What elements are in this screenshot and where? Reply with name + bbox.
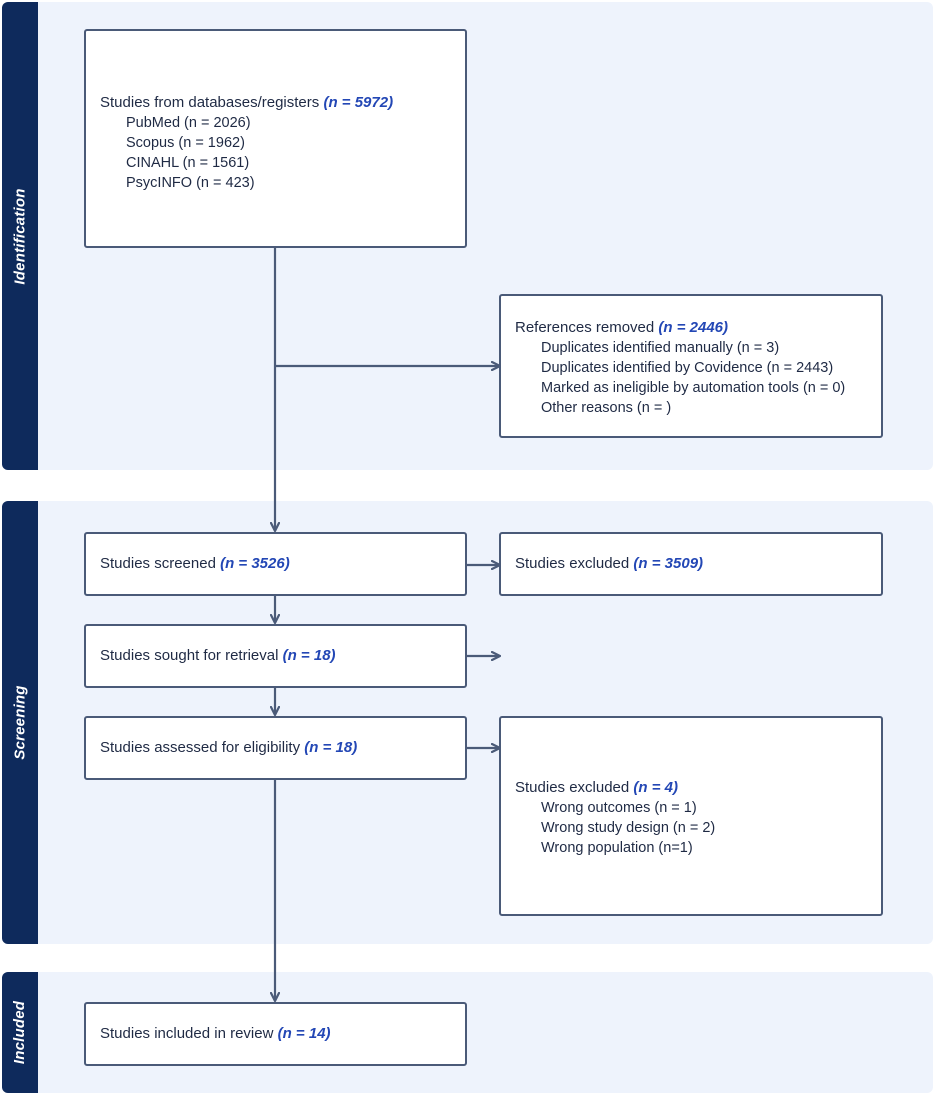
removed-reason: Duplicates identified manually (n = 3) [541,340,780,356]
excluded-full-heading: Studies excluded (n = 4) [515,778,873,798]
excluded-full-title: Studies excluded [515,779,630,796]
removed-box: References removed (n = 2446) Duplicates… [499,294,883,438]
screened-title: Studies screened [100,555,216,572]
records-title: Studies from databases/registers [100,94,320,111]
records-count: (n = 5972) [323,94,394,111]
included-label-bar: Included [2,972,38,1093]
records-heading: Studies from databases/registers (n = 59… [100,93,457,113]
screening-label: Screening [11,685,29,760]
retrieval-box: Studies sought for retrieval (n = 18) [84,624,467,688]
screening-label-bar: Screening [2,501,38,944]
source-item: CINAHL (n = 1561) [126,155,250,171]
identification-label: Identification [11,187,29,285]
excluded-full-count: (n = 4) [633,779,679,796]
eligibility-title: Studies assessed for eligibility [100,739,301,756]
included-title: Studies included in review [100,1025,274,1042]
included-count: (n = 14) [277,1025,331,1042]
removed-count: (n = 2446) [658,319,729,336]
retrieval-title: Studies sought for retrieval [100,647,279,664]
eligibility-heading: Studies assessed for eligibility (n = 18… [100,738,457,758]
excluded-screen-count: (n = 3509) [633,555,704,572]
included-box: Studies included in review (n = 14) [84,1002,467,1066]
source-item: PsycINFO (n = 423) [126,175,255,191]
source-item: Scopus (n = 1962) [126,135,245,151]
removed-reason: Other reasons (n = ) [541,400,672,416]
source-item: PubMed (n = 2026) [126,115,251,131]
removed-reason: Duplicates identified by Covidence (n = … [541,360,834,376]
screened-heading: Studies screened (n = 3526) [100,554,457,574]
included-heading: Studies included in review (n = 14) [100,1024,457,1044]
eligibility-count: (n = 18) [304,739,358,756]
exclusion-reason: Wrong outcomes (n = 1) [541,800,697,816]
retrieval-count: (n = 18) [282,647,336,664]
retrieval-heading: Studies sought for retrieval (n = 18) [100,646,457,666]
identification-label-bar: Identification [2,2,38,470]
screened-count: (n = 3526) [220,555,290,572]
removed-title: References removed [515,319,655,336]
screened-box: Studies screened (n = 3526) [84,532,467,596]
exclusion-reason: Wrong population (n=1) [541,840,693,856]
removed-reason: Marked as ineligible by automation tools… [541,380,846,396]
removed-reasons: Duplicates identified manually (n = 3) D… [515,338,873,418]
exclusion-reason: Wrong study design (n = 2) [541,820,716,836]
removed-heading: References removed (n = 2446) [515,318,873,338]
included-label: Included [11,1000,29,1065]
eligibility-box: Studies assessed for eligibility (n = 18… [84,716,467,780]
excluded-screen-title: Studies excluded [515,555,630,572]
records-sources: PubMed (n = 2026) Scopus (n = 1962) CINA… [100,113,457,193]
excluded-screen-box: Studies excluded (n = 3509) [499,532,883,596]
excluded-screen-heading: Studies excluded (n = 3509) [515,554,873,574]
excluded-full-box: Studies excluded (n = 4) Wrong outcomes … [499,716,883,916]
records-box: Studies from databases/registers (n = 59… [84,29,467,248]
excluded-full-reasons: Wrong outcomes (n = 1) Wrong study desig… [515,798,873,858]
